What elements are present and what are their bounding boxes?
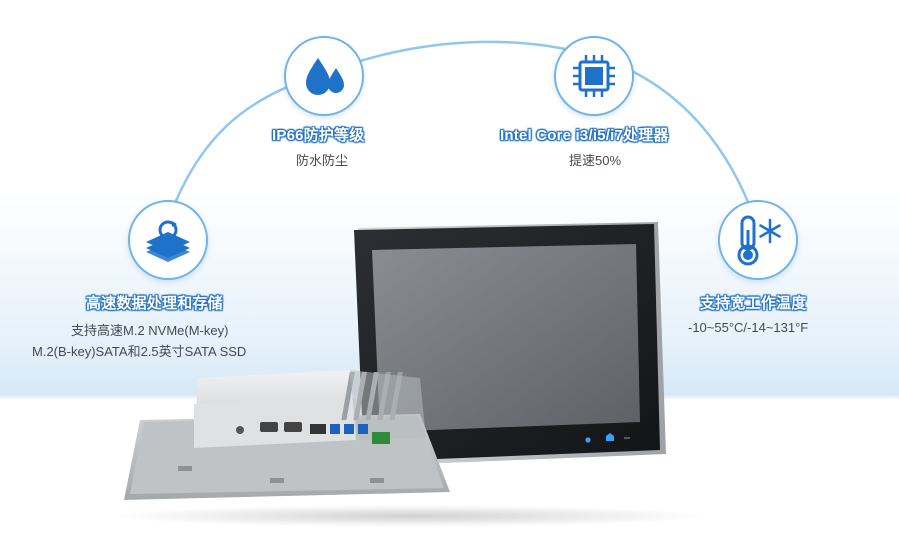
ip66-badge	[284, 36, 364, 116]
storage-icon	[146, 220, 190, 262]
floor-shadow	[110, 505, 710, 527]
power-terminal	[372, 432, 390, 444]
storage-title: 高速数据处理和存储	[86, 295, 223, 312]
cpu-line1: 提速50%	[569, 153, 622, 168]
water-drops-icon	[306, 58, 344, 95]
storage-badge	[128, 200, 208, 280]
serial-port-2	[284, 422, 302, 432]
cpu-chip-icon	[573, 55, 615, 97]
storage-line2: M.2(B-key)SATA和2.5英寸SATA SSD	[32, 344, 247, 359]
cpu-badge	[554, 36, 634, 116]
panel-pc-rear	[124, 370, 450, 500]
ip66-title: IP66防护等级	[272, 127, 365, 144]
temp-line1: -10~55°C/-14~131°F	[688, 320, 809, 335]
usb3-port-2	[344, 424, 354, 434]
usb3-port-3	[358, 424, 368, 434]
temp-badge	[718, 200, 798, 280]
cpu-title: Intel Core i3/i5/i7处理器	[500, 127, 669, 144]
panel-pc-display	[354, 222, 666, 466]
storage-line1: 支持高速M.2 NVMe(M-key)	[71, 323, 229, 338]
lan-port	[310, 424, 326, 434]
thermometer-snowflake-icon	[737, 215, 781, 266]
temp-title: 支持宽工作温度	[700, 295, 807, 312]
power-led-icon	[585, 437, 591, 443]
home-led-icon	[606, 433, 614, 441]
usb3-port-1	[330, 424, 340, 434]
serial-port-1	[260, 422, 278, 432]
ip66-line1: 防水防尘	[296, 153, 349, 168]
